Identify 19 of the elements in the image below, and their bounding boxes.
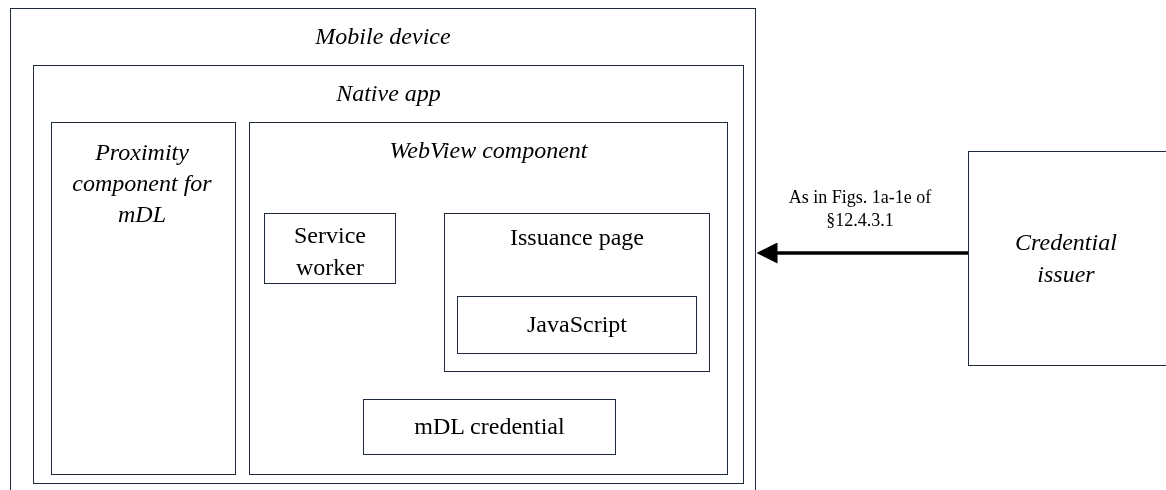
node-label: WebView component <box>388 136 589 165</box>
component-box <box>51 122 236 475</box>
node-label: Credential issuer <box>1014 228 1118 289</box>
node-label: Service worker <box>293 221 367 282</box>
component-frame <box>249 122 728 475</box>
process-box <box>264 213 396 284</box>
node-label: Issuance page <box>509 223 645 252</box>
device-frame <box>10 8 756 490</box>
node-label: Native app <box>335 79 442 108</box>
app-frame <box>33 65 744 484</box>
arrow <box>756 242 968 264</box>
node-label: Mobile device <box>314 22 452 51</box>
script-box <box>457 296 697 354</box>
issuer-box <box>968 151 1166 366</box>
credential-box <box>363 399 616 455</box>
node-label: Proximity component for mDL <box>71 138 213 230</box>
node-label: mDL credential <box>413 412 566 442</box>
page-box <box>444 213 710 372</box>
node-label: JavaScript <box>526 310 628 340</box>
